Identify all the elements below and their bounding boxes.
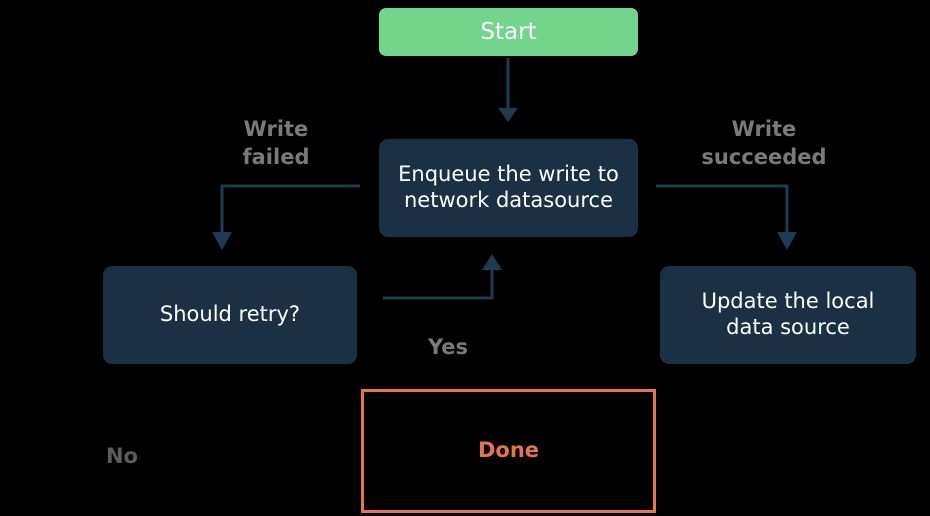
- edge-start-to-enqueue: [498, 58, 518, 122]
- edge-label-no: No: [105, 444, 138, 468]
- edge-enqueue-to-retry: [212, 184, 360, 250]
- node-enqueue-write[interactable]: Enqueue the write to network datasource: [379, 139, 638, 237]
- node-update-local-data-source-label: Update the local data source: [701, 289, 875, 339]
- node-done-selected[interactable]: Done: [361, 389, 656, 513]
- edge-retry-yes-to-enqueue: [383, 254, 502, 300]
- node-start-label: Start: [480, 18, 537, 45]
- edge-label-write-failed: Write failed: [242, 117, 310, 169]
- node-enqueue-write-label: Enqueue the write to network datasource: [398, 162, 619, 212]
- edge-label-write-succeeded: Write succeeded: [701, 117, 827, 169]
- node-should-retry-label: Should retry?: [159, 302, 301, 327]
- node-start[interactable]: Start: [379, 8, 638, 56]
- node-done-label: Done: [477, 438, 540, 463]
- node-update-local-data-source[interactable]: Update the local data source: [660, 266, 916, 364]
- edge-label-yes: Yes: [427, 335, 469, 359]
- node-should-retry[interactable]: Should retry?: [103, 266, 357, 364]
- edge-enqueue-to-update: [656, 184, 797, 250]
